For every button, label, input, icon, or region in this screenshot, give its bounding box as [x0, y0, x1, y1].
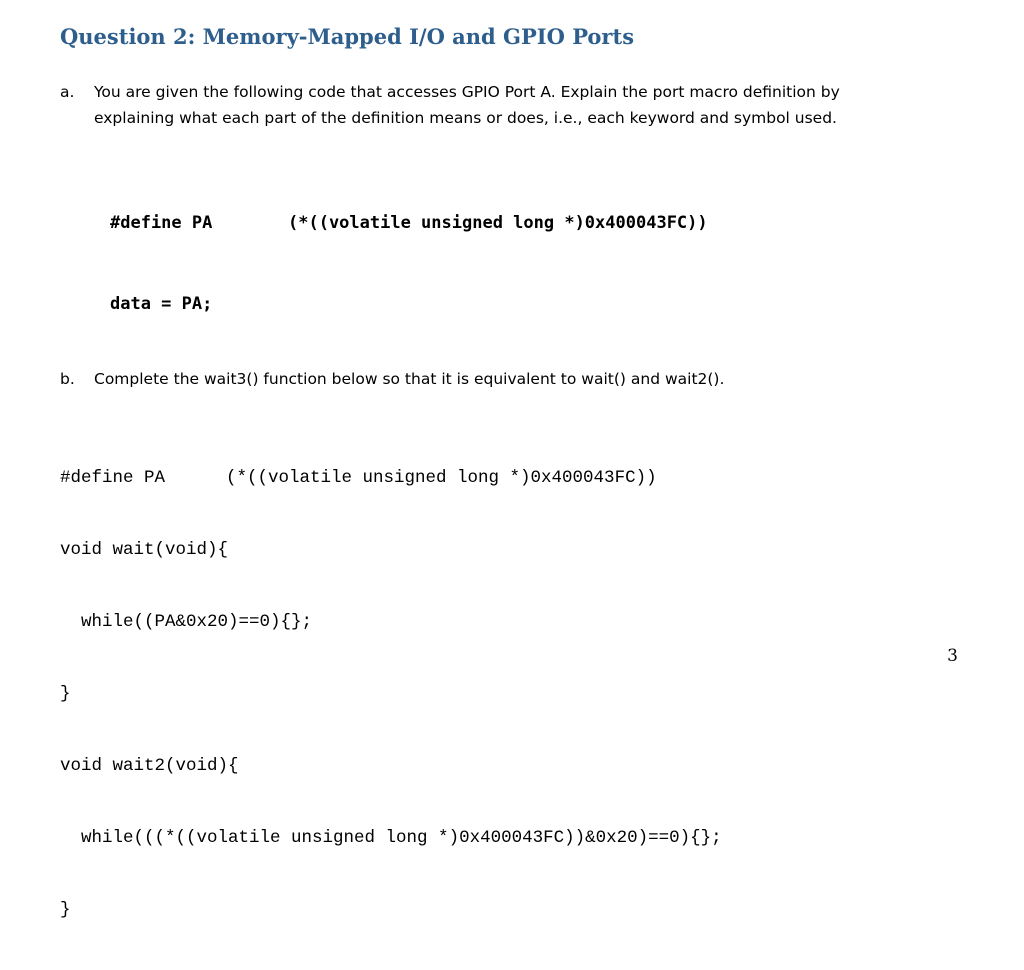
- document-page: Question 2: Memory-Mapped I/O and GPIO P…: [60, 24, 958, 920]
- part-b-define-keyword: #define PA: [60, 468, 166, 488]
- part-b-wait-close: }: [60, 684, 71, 704]
- part-b-wait-decl: void wait(void){: [60, 540, 229, 560]
- part-a-text-line2: explaining what each part of the definit…: [94, 109, 837, 127]
- question-title: Question 2: Memory-Mapped I/O and GPIO P…: [60, 24, 635, 49]
- part-b-text: Complete the wait3() function below so t…: [94, 370, 725, 388]
- part-b-wait2-body: while(((*((volatile unsigned long *)0x40…: [60, 828, 722, 848]
- part-b-define-value: (*((volatile unsigned long *)0x400043FC)…: [226, 468, 657, 488]
- part-b-wait2-close: }: [60, 900, 71, 920]
- part-a-code-block: #define PA (*((volatile unsigned long *)0…: [110, 156, 708, 372]
- page-number: 3: [947, 646, 958, 666]
- part-b-wait2-decl: void wait2(void){: [60, 756, 239, 776]
- part-a-code-data-line: data = PA;: [110, 294, 213, 314]
- part-a-code-define-line: #define PA (*((volatile unsigned long *)0…: [110, 210, 708, 237]
- part-b-wait-body: while((PA&0x20)==0){};: [60, 612, 313, 632]
- part-a-text-line1: You are given the following code that ac…: [94, 83, 840, 101]
- part-a-define-value: (*((volatile unsigned long *)0x400043FC)…: [288, 213, 708, 233]
- part-a-define-keyword: #define PA: [110, 213, 213, 233]
- part-a-label: a.: [60, 83, 75, 101]
- part-b-label: b.: [60, 370, 75, 388]
- part-b-code-define-line: #define PA (*((volatile unsigned long *)0…: [60, 466, 722, 490]
- part-b-code-block: #define PA (*((volatile unsigned long *)0…: [60, 418, 722, 970]
